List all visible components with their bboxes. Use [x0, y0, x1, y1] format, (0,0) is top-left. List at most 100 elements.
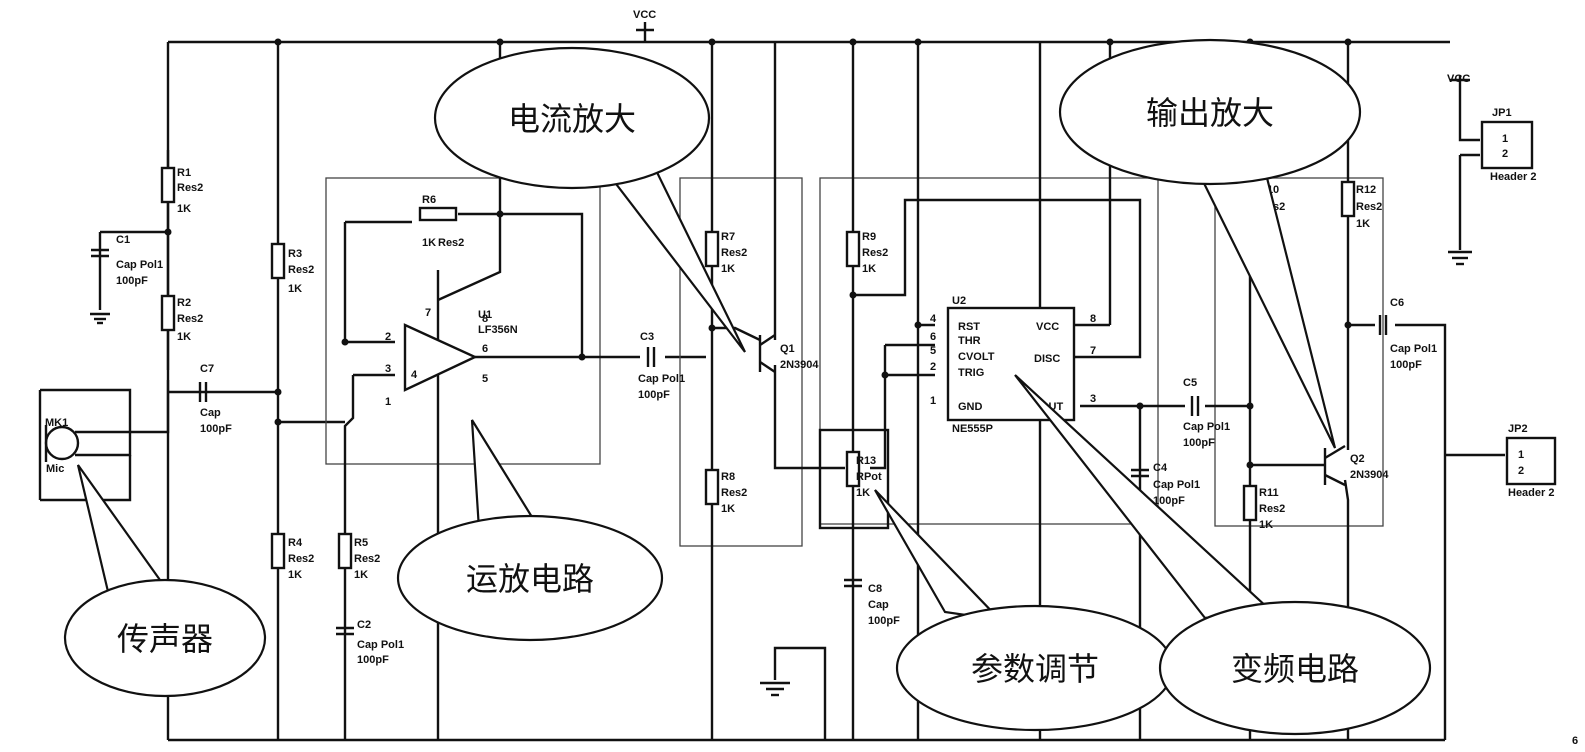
- u1-part: LF356N: [478, 324, 518, 336]
- r4-type: Res2: [288, 553, 314, 565]
- q2-part: 2N3904: [1350, 469, 1389, 481]
- callouts: 电流放大 输出放大 运放电路 传声器 参数调节 变频电路: [63, 38, 1432, 736]
- callout-output-amp: 输出放大: [1058, 38, 1362, 449]
- u2-pin5: 5: [930, 345, 936, 357]
- c5-ref: C5: [1183, 377, 1197, 389]
- r11-ref: R11: [1259, 487, 1279, 499]
- c3-type: Cap Pol1: [638, 373, 685, 385]
- q2-ref: Q2: [1350, 453, 1365, 465]
- c8-type: Cap: [868, 599, 889, 611]
- c1-value: 100pF: [116, 275, 148, 287]
- callout-current-amp: 电流放大: [433, 46, 746, 353]
- c7-type: Cap: [200, 407, 221, 419]
- u2-part: NE555P: [952, 423, 993, 435]
- mk1-value: Mic: [46, 463, 64, 475]
- u1-pin5: 5: [482, 373, 488, 385]
- callout-opamp-circuit: 运放电路: [396, 419, 664, 642]
- c3-ref: C3: [640, 331, 654, 343]
- r1-value: 1K: [177, 203, 191, 215]
- u2-pin8: 8: [1090, 313, 1096, 325]
- callout-freq-conv: 变频电路: [1014, 374, 1432, 736]
- r8-type: Res2: [721, 487, 747, 499]
- u2-ref: U2: [952, 295, 966, 307]
- u2-pin2: 2: [930, 361, 936, 373]
- r2-ref: R2: [177, 297, 191, 309]
- c8-ref: C8: [868, 583, 882, 595]
- r3-value: 1K: [288, 283, 302, 295]
- r5-type: Res2: [354, 553, 380, 565]
- r13-frame: [818, 428, 890, 530]
- r13-body: [845, 450, 861, 488]
- u2-pin6: 6: [930, 331, 936, 343]
- r5-value: 1K: [354, 569, 368, 581]
- r6-type: Res2: [438, 237, 464, 249]
- r2-body: [160, 294, 176, 332]
- r8-value: 1K: [721, 503, 735, 515]
- u2-pin3: 3: [1090, 393, 1096, 405]
- r6-value: 1K: [422, 237, 436, 249]
- vcc-main-label: VCC: [633, 9, 656, 21]
- u1-pin3: 3: [385, 363, 391, 375]
- r7-ref: R7: [721, 231, 735, 243]
- r9-ref: R9: [862, 231, 876, 243]
- r3-type: Res2: [288, 264, 314, 276]
- u2-pin7: 7: [1090, 345, 1096, 357]
- u1-pin8: 8: [482, 313, 488, 325]
- r8-body: [704, 468, 720, 506]
- jp2-pin2: 2: [1518, 465, 1524, 477]
- callout-current-amp-text: 电流放大: [508, 100, 636, 138]
- r12-ref: R12: [1356, 184, 1376, 196]
- c4-ref: C4: [1153, 462, 1168, 474]
- r6-ref: R6: [422, 194, 436, 206]
- c4-type: Cap Pol1: [1153, 479, 1200, 491]
- u1-ref: U1: [478, 309, 492, 321]
- u2-vcc: VCC: [1036, 321, 1059, 333]
- u1-opamp: [403, 323, 478, 392]
- c6-value: 100pF: [1390, 359, 1422, 371]
- r13-ref: R13: [856, 455, 876, 467]
- u2-pin1: 1: [930, 395, 936, 407]
- u2-555-box: [946, 306, 1076, 422]
- c8-value: 100pF: [868, 615, 900, 627]
- r2-type: Res2: [177, 313, 203, 325]
- r7-type: Res2: [721, 247, 747, 259]
- c2-ref: C2: [357, 619, 371, 631]
- u1-pin6: 6: [482, 343, 488, 355]
- r13-value: 1K: [856, 487, 870, 499]
- jp1-box: [1480, 120, 1534, 170]
- r13-type: RPot: [856, 471, 882, 483]
- u2-cvolt: CVOLT: [958, 351, 995, 363]
- r7-value: 1K: [721, 263, 735, 275]
- jp2-part: Header 2: [1508, 487, 1554, 499]
- c4-value: 100pF: [1153, 495, 1185, 507]
- c6-ref: C6: [1390, 297, 1404, 309]
- r9-type: Res2: [862, 247, 888, 259]
- c3-value: 100pF: [638, 389, 670, 401]
- u2-gnd: GND: [958, 401, 983, 413]
- c1-ref: C1: [116, 234, 130, 246]
- callout-microphone: 传声器: [63, 464, 267, 698]
- c2-value: 100pF: [357, 654, 389, 666]
- u1-pin7: 7: [425, 307, 431, 319]
- u1-pin2: 2: [385, 331, 391, 343]
- r12-body: [1340, 180, 1356, 218]
- q1-ref: Q1: [780, 343, 795, 355]
- junction-dots: [164, 38, 1352, 469]
- u2-trig: TRIG: [958, 367, 984, 379]
- callout-param-adjust: 参数调节: [874, 489, 1175, 732]
- jp2-box: [1505, 436, 1557, 486]
- r4-ref: R4: [288, 537, 303, 549]
- r3-ref: R3: [288, 248, 302, 260]
- jp2-ref: JP2: [1508, 423, 1528, 435]
- r3-body: [270, 242, 286, 280]
- r4-value: 1K: [288, 569, 302, 581]
- r9-value: 1K: [862, 263, 876, 275]
- jp1-pin2: 2: [1502, 148, 1508, 160]
- r1-body: [160, 166, 176, 204]
- r12-value: 1K: [1356, 218, 1370, 230]
- mic-symbol: [44, 425, 80, 462]
- r5-ref: R5: [354, 537, 368, 549]
- u1-pin4: 4: [411, 369, 418, 381]
- u2-disc: DISC: [1034, 353, 1060, 365]
